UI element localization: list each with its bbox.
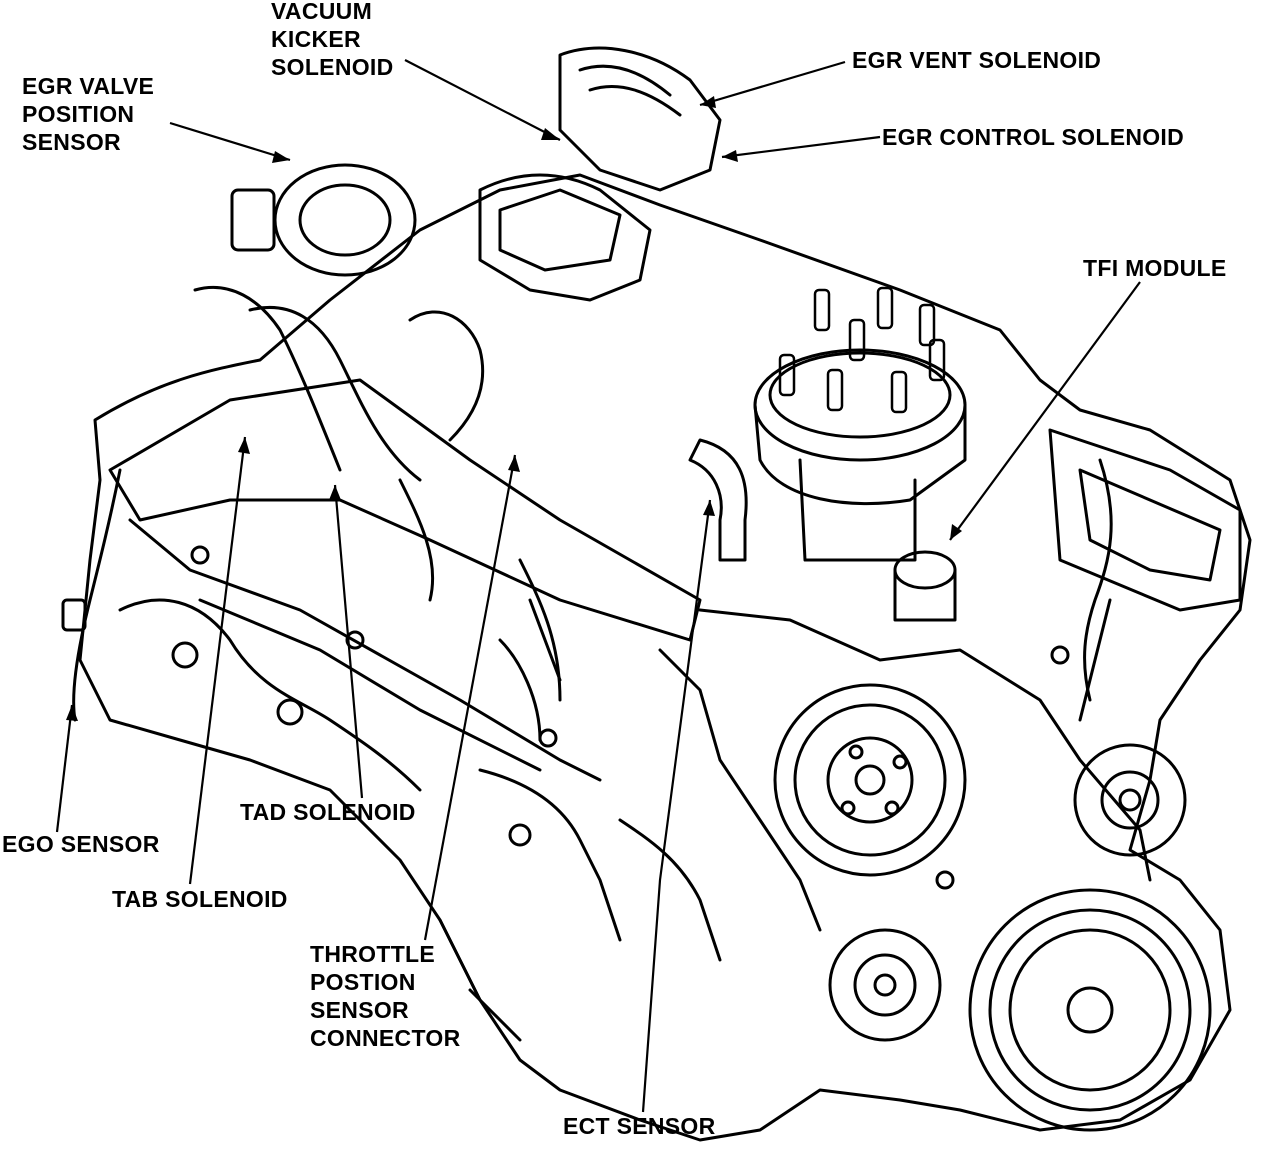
label-vacuum-kicker-solenoid: VACUUM KICKER SOLENOID <box>271 0 394 81</box>
label-line: KICKER <box>271 26 361 52</box>
idler-pulley <box>828 928 942 1042</box>
label-line: SOLENOID <box>271 54 394 80</box>
label-line: EGO SENSOR <box>2 831 160 857</box>
label-line: POSITION <box>22 101 135 127</box>
label-line: CONNECTOR <box>310 1025 461 1051</box>
leader-egr-control <box>721 135 881 159</box>
leader-tad <box>333 484 364 799</box>
label-line: POSTION <box>310 969 416 995</box>
water-pump-pulley <box>773 683 967 877</box>
label-tfi-module: TFI MODULE <box>1083 254 1227 282</box>
leader-ego <box>55 704 74 833</box>
label-line: TFI MODULE <box>1083 255 1227 281</box>
egr-valve <box>273 163 417 277</box>
crank-pulley <box>968 888 1212 1132</box>
label-tad-solenoid: TAD SOLENOID <box>240 798 416 826</box>
leader-ect <box>641 499 712 1113</box>
leader-throttle-position <box>423 454 517 941</box>
label-egr-valve-position-sensor: EGR VALVE POSITION SENSOR <box>22 72 154 156</box>
label-line: EGR VALVE <box>22 73 155 99</box>
label-throttle-position-sensor-connector: THROTTLE POSTION SENSOR CONNECTOR <box>310 940 461 1052</box>
exhaust-manifold <box>118 598 422 792</box>
tfi-module-body <box>1048 428 1242 612</box>
leader-egr-valve-position <box>169 121 291 162</box>
distributor-cap <box>753 348 967 462</box>
intake-manifold <box>478 173 652 302</box>
label-egr-vent-solenoid: EGR VENT SOLENOID <box>852 46 1101 74</box>
label-line: SENSOR <box>22 129 121 155</box>
leader-egr-vent <box>699 60 846 107</box>
thermostat-housing <box>893 550 957 590</box>
leader-vacuum-kicker <box>404 59 561 141</box>
label-line: TAD SOLENOID <box>240 799 416 825</box>
label-ect-sensor: ECT SENSOR <box>563 1112 716 1140</box>
label-line: EGR CONTROL SOLENOID <box>882 124 1185 150</box>
label-line: VACUUM <box>271 0 373 24</box>
label-line: ECT SENSOR <box>563 1113 716 1139</box>
label-egr-control-solenoid: EGR CONTROL SOLENOID <box>882 123 1184 151</box>
power-steering-pulley <box>1073 743 1187 857</box>
valve-cover <box>108 378 702 642</box>
leader-tfi <box>949 281 1141 541</box>
label-line: THROTTLE <box>310 941 436 967</box>
label-ego-sensor: EGO SENSOR <box>2 830 160 858</box>
label-line: TAB SOLENOID <box>112 886 288 912</box>
leader-tab <box>188 436 247 885</box>
label-line: EGR VENT SOLENOID <box>852 47 1102 73</box>
label-line: SENSOR <box>310 997 409 1023</box>
label-tab-solenoid: TAB SOLENOID <box>112 885 288 913</box>
